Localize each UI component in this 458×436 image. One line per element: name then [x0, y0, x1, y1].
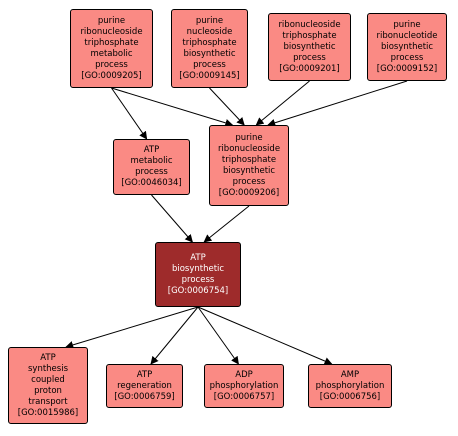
node-label-line: nucleoside: [186, 26, 233, 37]
node-label-line: ATP: [40, 352, 56, 363]
node-label-line: [GO:0009152]: [376, 63, 438, 74]
node-label-line: purine: [97, 15, 126, 26]
edge-go-0009145-to-go-0009206: [209, 87, 245, 126]
node-label-line: biosynthetic: [171, 263, 225, 274]
node-label-line: ATP: [143, 145, 160, 155]
node-label-line: biosynthetic: [283, 41, 336, 52]
node-label-line: [GO:0006756]: [319, 391, 381, 402]
node-label-line: triphosphate: [84, 37, 139, 48]
edge-go-0006754-to-go-0006759: [150, 306, 199, 365]
node-label-line: process: [390, 52, 424, 63]
node-label-line: process: [193, 59, 226, 70]
node-label-line: phosphorylation: [209, 380, 279, 391]
node-label-line: process: [135, 167, 168, 177]
node-label-line: [GO:0009205]: [81, 70, 142, 81]
node-label-line: coupled: [31, 374, 65, 385]
node-label-line: triphosphate: [182, 37, 237, 48]
edge-go-0009205-to-go-0009206: [111, 87, 234, 127]
node-label-line: transport: [28, 396, 68, 407]
node-label-line: process: [95, 59, 128, 70]
node-label-line: ribonucleoside: [80, 26, 143, 37]
node-label-line: ribonucleoside: [278, 19, 341, 30]
node-label-line: process: [293, 52, 326, 63]
node-label-line: ATP: [136, 369, 153, 380]
node-label-line: ribonucleoside: [217, 143, 281, 154]
node-label-line: purine: [393, 19, 421, 30]
node-label-line: [GO:0015986]: [17, 407, 79, 418]
node-label-line: [GO:0009145]: [179, 70, 240, 81]
edge-go-0046034-to-go-0006754: [151, 194, 193, 243]
edge-go-0009201-to-go-0009206: [255, 80, 310, 126]
node-label-line: AMP: [340, 369, 360, 380]
node-label-line: process: [232, 176, 266, 187]
node-label-line: process: [181, 274, 215, 285]
edge-go-0009152-to-go-0009206: [267, 80, 408, 127]
node-label-line: [GO:0046034]: [121, 178, 182, 188]
edge-go-0006754-to-go-0015986: [65, 306, 199, 349]
node-label-line: biosynthetic: [222, 165, 276, 176]
node-label-line: metabolic: [90, 48, 133, 59]
node-label-line: synthesis: [27, 363, 68, 374]
node-label-line: ribonucleotide: [376, 30, 438, 41]
node-label-line: biosynthetic: [380, 41, 434, 52]
node-label-line: triphosphate: [282, 30, 337, 41]
edge-go-0006754-to-go-0006757: [197, 306, 239, 365]
node-label-line: [GO:0009201]: [279, 63, 340, 74]
node-label-line: ATP: [190, 252, 206, 263]
node-label-line: regeneration: [117, 380, 172, 391]
node-label-line: [GO:0006759]: [114, 391, 175, 402]
node-label-line: [GO:0006754]: [167, 285, 229, 296]
node-label-line: purine: [195, 15, 224, 26]
node-label-line: triphosphate: [221, 154, 277, 165]
node-label-line: biosynthetic: [183, 48, 236, 59]
edge-go-0009206-to-go-0006754: [203, 205, 250, 243]
node-label-line: [GO:0009206]: [218, 187, 280, 198]
node-label-line: ADP: [235, 369, 253, 380]
node-label-line: purine: [235, 132, 263, 143]
node-label-line: metabolic: [130, 156, 173, 166]
edge-go-0006754-to-go-0006756: [197, 306, 333, 365]
edge-go-0009205-to-go-0046034: [111, 87, 148, 140]
node-label-line: [GO:0006757]: [213, 391, 275, 402]
node-label-line: phosphorylation: [315, 380, 385, 391]
node-label-line: proton: [34, 385, 62, 396]
